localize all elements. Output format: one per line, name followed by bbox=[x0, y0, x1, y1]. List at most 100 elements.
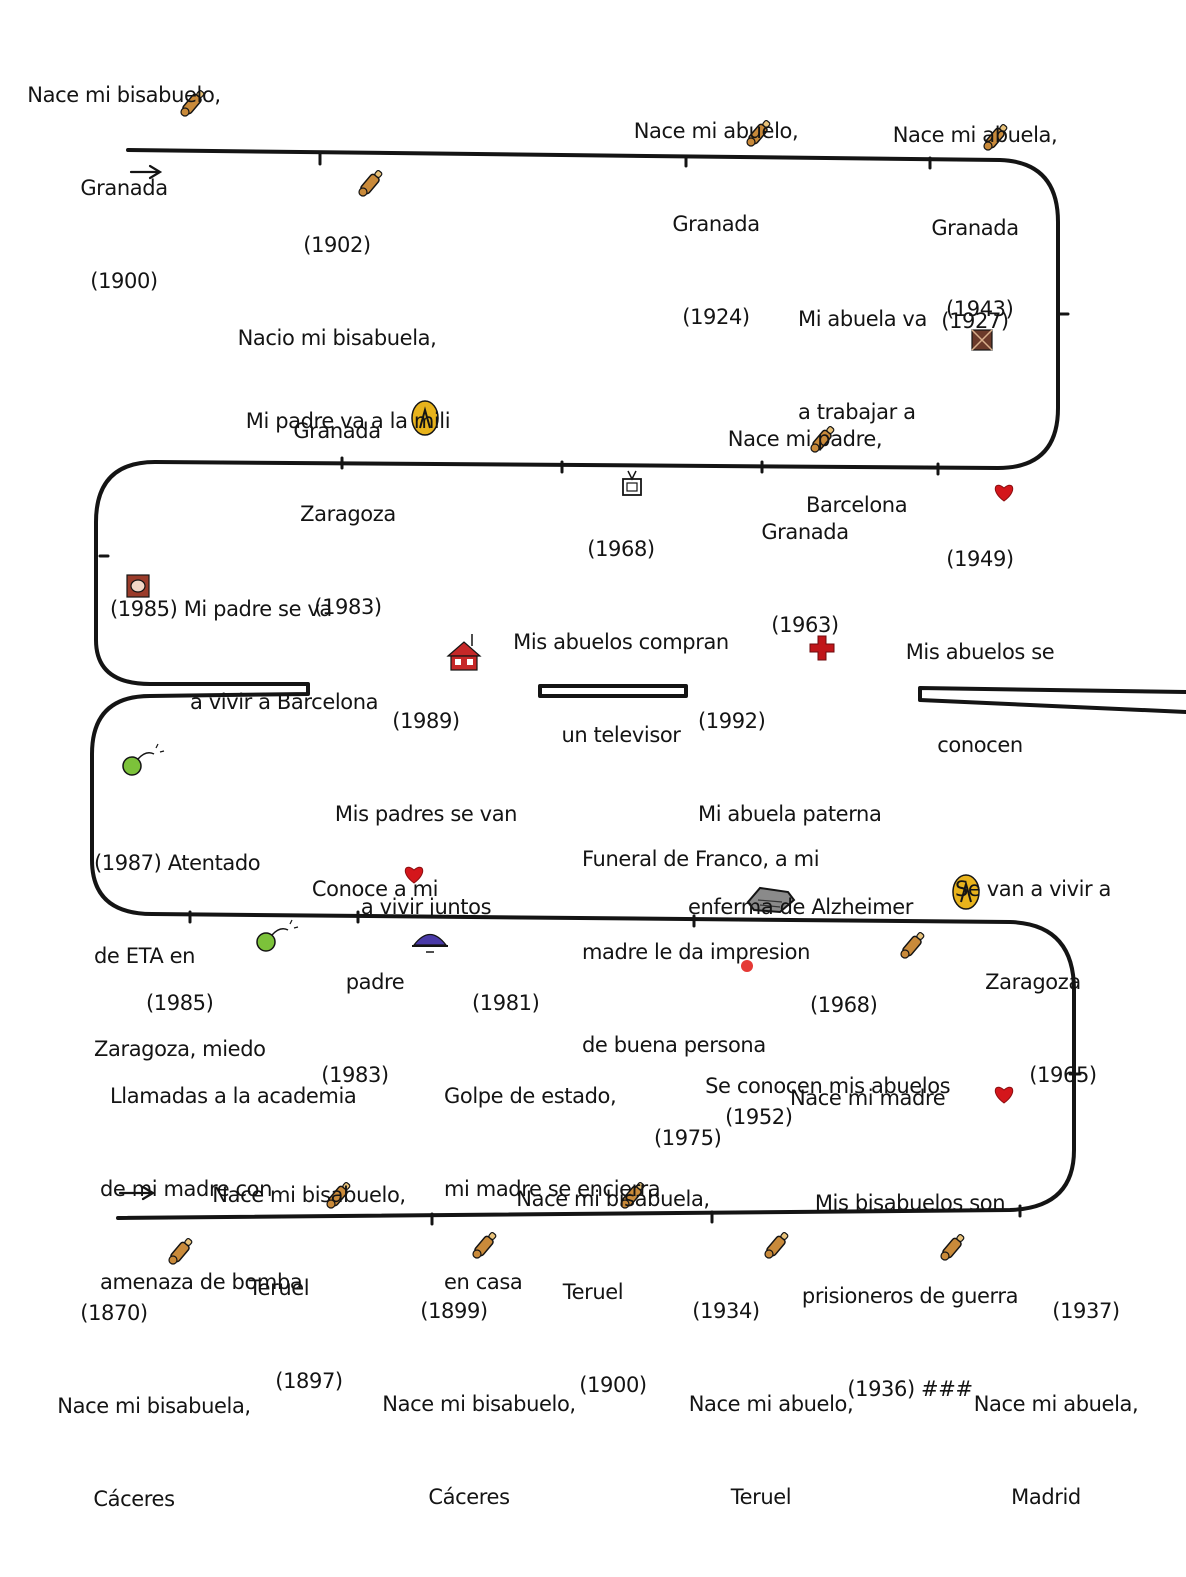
television-icon bbox=[622, 470, 642, 496]
event-line: Nace mi padre, bbox=[727, 427, 883, 451]
heart-icon bbox=[994, 1086, 1014, 1104]
event-line: (1900) bbox=[90, 269, 158, 293]
event-line: Nace mi abuela, bbox=[973, 1392, 1139, 1416]
event-line: Mis padres se van bbox=[334, 802, 518, 826]
event-1981-golpe: (1981) Golpe de estado, mi madre se enci… bbox=[444, 926, 714, 1360]
event-1992-alzheimer: (1992) Mi abuela paterna enferma de Alzh… bbox=[688, 644, 988, 985]
event-1952-se-conocen: Se conocen mis abuelos (1952) bbox=[680, 1040, 1060, 1164]
baby-bottle-icon bbox=[620, 1182, 645, 1209]
event-line: prisioneros de guerra bbox=[801, 1284, 1019, 1308]
baby-bottle-icon bbox=[358, 170, 383, 197]
baby-bottle-icon bbox=[900, 932, 925, 959]
event-1968-nace-madre: (1968) Nace mi madre bbox=[790, 928, 1010, 1176]
event-line: Se van a vivir a bbox=[954, 877, 1112, 901]
event-line: Golpe de estado, bbox=[444, 1084, 617, 1108]
event-line: Nace mi bisabuela, bbox=[516, 1187, 710, 1211]
event-line: Teruel bbox=[730, 1485, 792, 1509]
event-1965-zaragoza: Se van a vivir a Zaragoza (1965) bbox=[918, 812, 1148, 1153]
event-line: (1899) bbox=[420, 1299, 488, 1323]
event-line: (1937) bbox=[1052, 1299, 1120, 1323]
event-1983-conoce-padre: Conoce a mi padre (1983) bbox=[290, 812, 460, 1153]
event-line: (1992) bbox=[698, 709, 766, 733]
event-line: (1952) bbox=[725, 1105, 793, 1129]
event-line: Llamadas a la academia bbox=[110, 1084, 357, 1108]
event-1943-abuela-barcelona: Mi abuela va a trabajar a Barcelona bbox=[798, 242, 958, 583]
event-line: Conoce a mi bbox=[311, 877, 439, 901]
event-line: (1975) bbox=[654, 1126, 722, 1150]
baby-bottle-icon bbox=[764, 1232, 789, 1259]
event-1902-bisabuela-granada: (1902) Nacio mi bisabuela, Granada bbox=[222, 168, 452, 509]
basilica-icon bbox=[411, 400, 439, 436]
event-line: Nace mi bisabuelo, bbox=[212, 1183, 406, 1207]
event-line: (1963) bbox=[771, 613, 839, 637]
event-line: Granada bbox=[761, 520, 849, 544]
stadium-icon bbox=[126, 574, 150, 598]
bomb-icon bbox=[122, 743, 165, 776]
event-1899-bisabuelo-caceres: (1899) Nace mi bisabuelo, Cáceres bbox=[364, 1234, 594, 1575]
bomb-icon bbox=[256, 919, 299, 952]
event-line: mi madre se encierra bbox=[444, 1177, 661, 1201]
medical-cross-icon bbox=[809, 635, 835, 661]
event-line: amenaza de bomba bbox=[100, 1270, 303, 1294]
event-1968-televisor: (1968) Mis abuelos compran un televisor bbox=[498, 472, 744, 813]
baby-bottle-icon bbox=[168, 1238, 193, 1265]
heart-icon bbox=[994, 484, 1014, 502]
house-icon bbox=[446, 634, 482, 671]
event-line: conocen bbox=[937, 733, 1023, 757]
event-line: a trabajar a bbox=[798, 400, 916, 424]
basilica-icon bbox=[952, 874, 980, 910]
event-line: (1968) bbox=[810, 993, 878, 1017]
start-arrow-bottom bbox=[118, 1185, 156, 1201]
event-line: Mis abuelos se bbox=[905, 640, 1055, 664]
event-line: Nace mi bisabuelo, bbox=[382, 1392, 576, 1416]
event-line: Madrid bbox=[1011, 1485, 1081, 1509]
event-line: (1968) bbox=[587, 537, 655, 561]
event-line: (1983) bbox=[321, 1063, 389, 1087]
baby-bottle-icon bbox=[746, 120, 771, 147]
event-line: (1985) bbox=[146, 991, 214, 1015]
baby-bottle-icon bbox=[940, 1234, 965, 1261]
baby-bottle-icon bbox=[983, 124, 1008, 151]
factory-icon bbox=[971, 329, 993, 351]
timeline-row-break-1 bbox=[538, 684, 688, 698]
baby-bottle-icon bbox=[810, 426, 835, 453]
red-dot-icon bbox=[741, 960, 753, 972]
event-line: Nace mi abuelo, bbox=[633, 119, 799, 143]
timeline-row-break-2 bbox=[918, 686, 1186, 714]
event-line: (1949) bbox=[946, 547, 1014, 571]
event-1927-abuela-granada: Nace mi abuela, Granada (1927) bbox=[860, 58, 1090, 399]
event-line: (1924) bbox=[682, 305, 750, 329]
event-line: (1934) bbox=[692, 1299, 760, 1323]
event-line: Granada bbox=[672, 212, 760, 236]
event-1934-abuelo-teruel: (1934) Nace mi abuelo, Teruel bbox=[656, 1234, 886, 1575]
tricorn-hat-icon bbox=[412, 933, 448, 953]
event-line: en casa bbox=[444, 1270, 523, 1294]
event-line: Zaragoza bbox=[985, 970, 1081, 994]
baby-bottle-icon bbox=[326, 1182, 351, 1209]
event-line: Teruel bbox=[248, 1276, 310, 1300]
event-1924-abuelo-granada: Nace mi abuelo, Granada (1924) bbox=[606, 54, 826, 395]
event-line: Teruel bbox=[562, 1280, 624, 1304]
event-line: (1985) Mi padre se va bbox=[110, 597, 332, 621]
event-line: Mis bisabuelos son bbox=[814, 1191, 1006, 1215]
event-line: (1965) bbox=[1029, 1063, 1097, 1087]
event-line: Nace mi abuelo, bbox=[688, 1392, 854, 1416]
event-line: Nacio mi bisabuela, bbox=[237, 326, 437, 350]
event-line: Mi abuela va bbox=[798, 307, 927, 331]
event-1985-academia: (1985) Llamadas a la academia de mi madr… bbox=[100, 926, 400, 1360]
timeline-ticks bbox=[98, 152, 1082, 1226]
event-line: Granada bbox=[931, 216, 1019, 240]
event-line: de buena persona bbox=[582, 1033, 766, 1057]
event-line: Barcelona bbox=[806, 493, 908, 517]
event-line: Granada bbox=[80, 176, 168, 200]
event-line: padre bbox=[345, 970, 405, 994]
event-line: Granada bbox=[293, 419, 381, 443]
event-line: Nace mi abuela, bbox=[892, 123, 1058, 147]
event-line: Mi abuela paterna bbox=[698, 802, 882, 826]
timeline-path bbox=[90, 90, 1186, 1265]
heart-icon bbox=[404, 866, 424, 884]
baby-bottle-icon bbox=[472, 1232, 497, 1259]
event-line: Funeral de Franco, a mi bbox=[582, 847, 820, 871]
event-line: a vivir juntos bbox=[360, 895, 492, 919]
event-line: (1989) bbox=[392, 709, 460, 733]
